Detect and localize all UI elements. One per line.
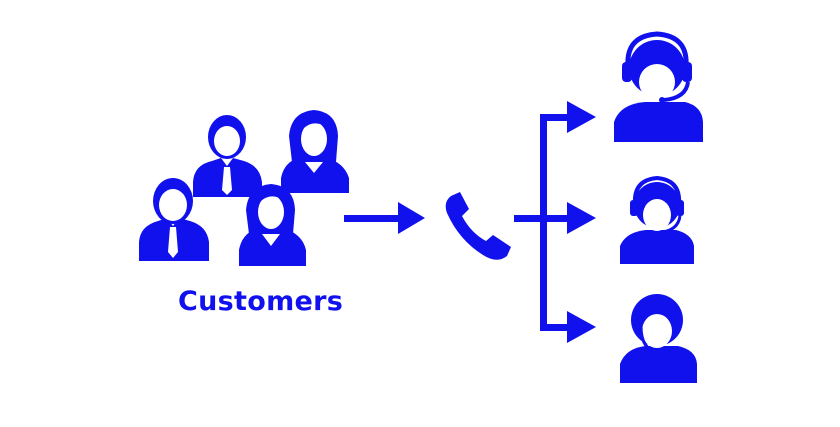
woman-icon bbox=[239, 184, 306, 266]
routing-branch bbox=[514, 101, 596, 343]
headset-agent-icon bbox=[614, 31, 703, 142]
phone-icon bbox=[445, 192, 511, 260]
arrow-to-phone bbox=[344, 202, 425, 234]
man-icon bbox=[193, 115, 262, 197]
man-icon bbox=[139, 178, 209, 261]
woman-icon bbox=[281, 110, 349, 193]
customers-label: Customers bbox=[178, 286, 344, 317]
headset-agent-icon bbox=[620, 175, 694, 264]
headset-agent-icon bbox=[620, 294, 697, 383]
customer-group bbox=[139, 110, 349, 266]
